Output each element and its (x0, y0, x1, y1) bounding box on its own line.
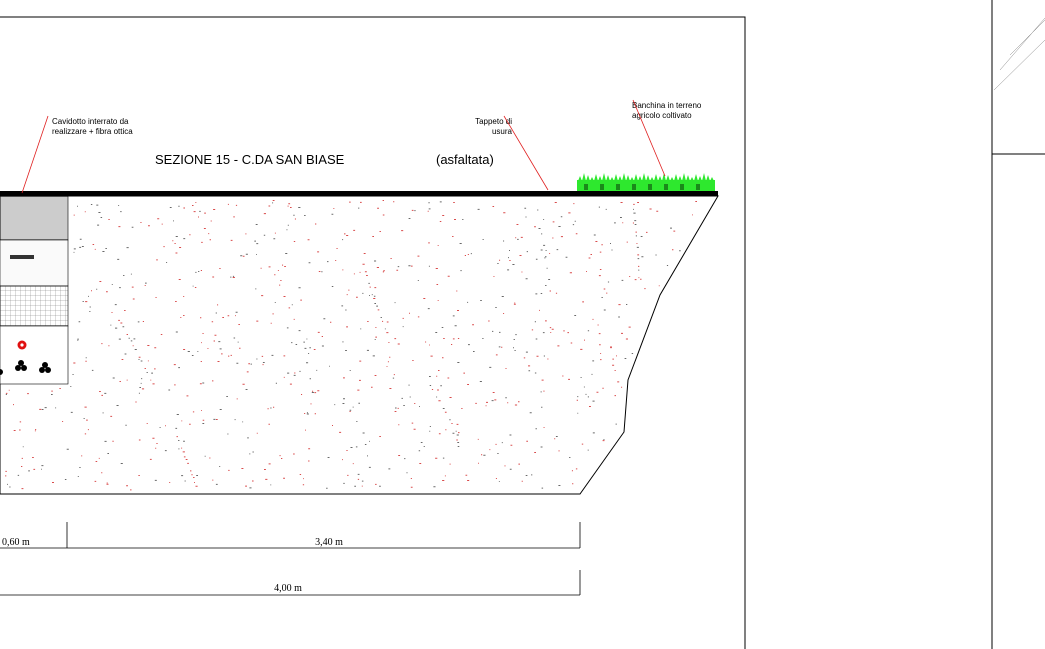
dimension-row-1 (0, 522, 581, 549)
dim-road-width: 3,40 m (315, 537, 343, 548)
soil-stipple (5, 200, 697, 491)
banchina-label-line2: agricolo coltivato (632, 111, 692, 120)
section-title: SEZIONE 15 - C.DA SAN BIASE (155, 152, 345, 167)
tappeto-leader (503, 115, 549, 191)
cavidotto-leader (21, 115, 49, 194)
dimension-row-2 (0, 570, 581, 596)
banchina-leader (632, 99, 666, 177)
dim-total-width: 4,00 m (274, 583, 302, 594)
grass-verge (577, 173, 715, 191)
banchina-label-line1: Banchina in terreno (632, 101, 702, 110)
power-cable-icon (39, 362, 51, 373)
cavidotto-label-line2: realizzare + fibra ottica (52, 127, 133, 136)
soil-body (0, 195, 719, 495)
asphalt-layer (0, 191, 718, 196)
left-sheet-frame (0, 16, 746, 649)
dim-trench-width: 0,60 m (2, 537, 30, 548)
right-sheet-detail (993, 17, 1045, 91)
trench-detail (0, 195, 69, 385)
cavidotto-label-line1: Cavidotto interrato da (52, 117, 129, 126)
power-cable-icon (15, 360, 27, 371)
section-subtitle: (asfaltata) (436, 152, 494, 167)
tappeto-label-line2: usura (492, 127, 513, 136)
tappeto-label-line1: Tappeto di (475, 117, 512, 126)
